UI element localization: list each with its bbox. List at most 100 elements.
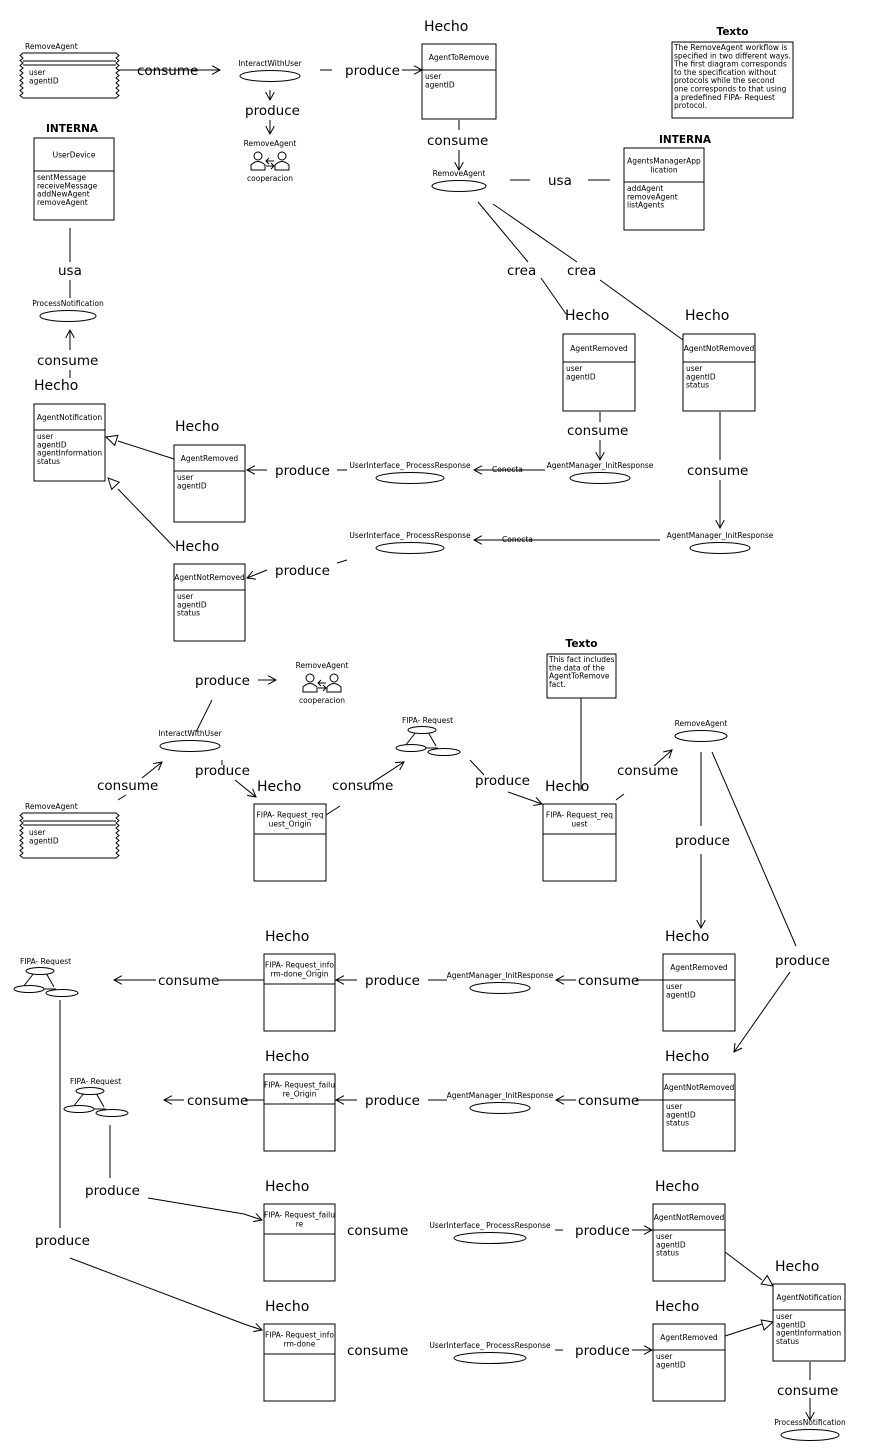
agent-removed-fact-3-title: AgentRemoved [670, 963, 728, 972]
remove-agent-cooperation-title: RemoveAgent [244, 139, 297, 148]
am-init-response-task-1-ellipse [569, 472, 631, 484]
am-init-response-task-4: AgentManager_InitResponse [447, 1091, 554, 1114]
agent-not-removed-fact-1-attribute: status [686, 381, 709, 390]
remove-agent-task-caption: RemoveAgent [433, 169, 486, 178]
ui-process-response-task-1-ellipse [375, 472, 445, 484]
am-init-response-task-3-caption: AgentManager_InitResponse [447, 971, 554, 980]
fipa-request-protocol-2: FIPA- Request [13, 957, 79, 997]
person-icon [302, 683, 318, 693]
fipa-failure-origin-fact-title: FIPA- Request_failu [264, 1081, 335, 1090]
arrowhead-icon [253, 1323, 263, 1333]
relation-label: consume [187, 1093, 248, 1109]
arrowhead-icon [265, 91, 275, 102]
workflow-note-heading: Texto [717, 26, 749, 38]
agents-manager-app-title: lication [650, 166, 678, 175]
fipa-failure-fact-title: FIPA- Request_failu [264, 1211, 335, 1220]
arrowhead-icon [595, 451, 605, 462]
relation-label: produce [575, 1343, 630, 1359]
arrowhead-icon [554, 1095, 565, 1105]
protocol-link [427, 731, 437, 747]
interna-heading: INTERNA [659, 134, 712, 146]
fipa-request-protocol-3-title: FIPA- Request [70, 1077, 121, 1086]
ui-process-response-task-3-ellipse [453, 1232, 527, 1244]
relation-label: consume [137, 63, 198, 79]
ui-process-response-task-4-caption: UserInterface_ ProcessResponse [429, 1341, 551, 1350]
agent-notification-fact-2-attribute: agentInformation [776, 1329, 841, 1338]
ui-process-response-task-4-ellipse [453, 1352, 527, 1364]
fipa-inform-done-origin-fact-title: FIPA- Request_info [265, 961, 334, 970]
agent-not-removed-fact-1-attribute: agentID [686, 372, 716, 381]
connector-line [147, 1197, 245, 1215]
agent-notification-fact-2-attribute: agentID [776, 1320, 806, 1329]
relation-label: consume [427, 133, 488, 149]
connector-line [615, 793, 625, 801]
relation-label: consume [687, 463, 748, 479]
fipa-request-protocol-2-title: FIPA- Request [20, 957, 71, 966]
remove-agent-interaction-2-attribute: agentID [29, 836, 59, 845]
agent-not-removed-fact-1-attribute: user [686, 364, 703, 373]
agent-not-removed-fact-4-title: AgentNotRemoved [654, 1213, 725, 1222]
agents-manager-app-frame [623, 147, 705, 231]
arrowhead-icon [472, 535, 483, 545]
relation-label: usa [58, 263, 82, 279]
fact-note-heading: Texto [566, 638, 598, 650]
workflow-note-line: The first diagram corresponds [673, 60, 787, 69]
agent-notification-fact-1-attribute: user [37, 432, 54, 441]
arrowhead-icon [334, 975, 345, 985]
am-init-response-task-2-caption: AgentManager_InitResponse [667, 531, 774, 540]
ui-process-response-task-2-ellipse [375, 542, 445, 554]
swap-arrow-icon [322, 684, 327, 692]
swap-arrow-icon [270, 162, 275, 170]
fipa-inform-done-fact-frame [263, 1323, 336, 1402]
agent-not-removed-fact-4-attribute: status [656, 1249, 679, 1258]
connector-line [246, 569, 268, 579]
fact-note-line: the data of the [549, 663, 605, 672]
connector-line [724, 1251, 763, 1281]
fipa-request-origin-fact-title: uest_Origin [269, 820, 312, 829]
remove-agent-interaction-frame [19, 52, 120, 99]
agents-manager-app-attribute: removeAgent [627, 192, 678, 201]
arrowhead-icon [65, 328, 75, 339]
relation-label: usa [548, 173, 572, 189]
hecho-label: Hecho [175, 419, 219, 435]
nodes-layer: RemoveAgentuseragentIDInteractWithUserAg… [13, 26, 846, 1441]
relation-label: crea [567, 263, 596, 279]
connector-line [141, 761, 163, 779]
agent-removed-fact-2-title: AgentRemoved [181, 454, 239, 463]
interact-with-user-task: InteractWithUser [238, 59, 303, 82]
swap-arrow-icon [265, 157, 270, 165]
protocol-ellipse [63, 1105, 95, 1113]
edges-layer [59, 65, 815, 1422]
remove-agent-task: RemoveAgent [431, 169, 487, 192]
protocol-link [22, 972, 35, 988]
relation-label: consume [347, 1343, 408, 1359]
fipa-request-fact-frame [542, 803, 617, 882]
agent-notification-fact-2-attribute: status [776, 1337, 799, 1346]
am-init-response-task-4-caption: AgentManager_InitResponse [447, 1091, 554, 1100]
remove-agent-interaction-2-title: RemoveAgent [25, 802, 78, 811]
inheritance-arrow-icon [760, 1319, 775, 1331]
relation-label: consume [332, 778, 393, 794]
protocol-ellipse [13, 985, 45, 993]
arrowhead-icon [533, 796, 543, 806]
connector-line [711, 751, 797, 947]
hecho-label: Hecho [655, 1179, 699, 1195]
connector-line [492, 203, 578, 263]
connector-line [117, 440, 175, 460]
arrowhead-icon [663, 749, 673, 759]
agent-not-removed-fact-2-frame [173, 563, 246, 642]
agent-removed-fact-4-attribute: user [656, 1352, 673, 1361]
connector-line [243, 1323, 263, 1331]
agent-not-removed-fact-2-attribute: agentID [177, 600, 207, 609]
agent-not-removed-fact-3-frame [662, 1073, 736, 1152]
relation-label: consume [578, 973, 639, 989]
connector-line [733, 971, 791, 1053]
